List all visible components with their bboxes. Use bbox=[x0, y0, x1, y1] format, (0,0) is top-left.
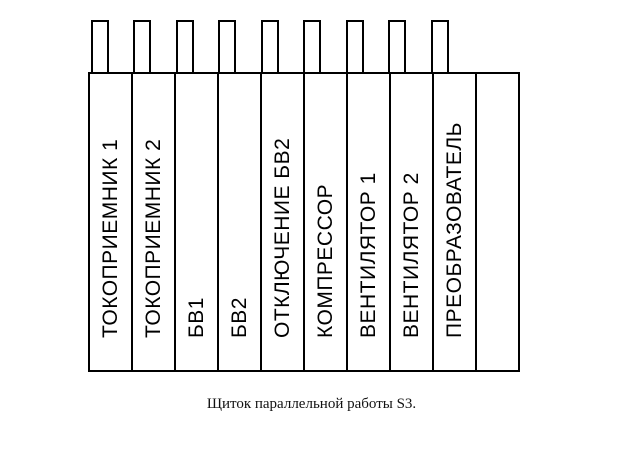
strip-fan-2: ВЕНТИЛЯТОР 2 bbox=[391, 74, 434, 370]
strip-label: ПРЕОБРАЗОВАТЕЛЬ bbox=[442, 122, 466, 338]
connector-tab-4 bbox=[218, 20, 236, 72]
connector-tab-6 bbox=[303, 20, 321, 72]
strip-label: ОТКЛЮЧЕНИЕ БВ2 bbox=[270, 137, 294, 338]
strip-pantograph-2: ТОКОПРИЕМНИК 2 bbox=[133, 74, 176, 370]
connector-tab-5 bbox=[261, 20, 279, 72]
connector-tab-7 bbox=[346, 20, 364, 72]
connector-tab-2 bbox=[133, 20, 151, 72]
connector-tab-9 bbox=[431, 20, 449, 72]
strip-blank bbox=[477, 74, 518, 370]
strip-label: ТОКОПРИЕМНИК 1 bbox=[98, 138, 122, 338]
strip-label: БВ2 bbox=[227, 297, 251, 338]
label-strips: ТОКОПРИЕМНИК 1 ТОКОПРИЕМНИК 2 БВ1 БВ2 ОТ… bbox=[88, 72, 520, 372]
connector-tab-1 bbox=[91, 20, 109, 72]
strip-label: ТОКОПРИЕМНИК 2 bbox=[141, 138, 165, 338]
strip-label: КОМПРЕССОР bbox=[313, 183, 337, 338]
strip-fan-1: ВЕНТИЛЯТОР 1 bbox=[348, 74, 391, 370]
figure-caption: Щиток параллельной работы S3. bbox=[206, 396, 417, 412]
strip-bv2: БВ2 bbox=[219, 74, 262, 370]
strip-compressor: КОМПРЕССОР bbox=[305, 74, 348, 370]
strip-bv2-off: ОТКЛЮЧЕНИЕ БВ2 bbox=[262, 74, 305, 370]
strip-label: ВЕНТИЛЯТОР 2 bbox=[399, 172, 423, 338]
strip-pantograph-1: ТОКОПРИЕМНИК 1 bbox=[90, 74, 133, 370]
strip-bv1: БВ1 bbox=[176, 74, 219, 370]
connector-tab-3 bbox=[176, 20, 194, 72]
connector-tab-8 bbox=[388, 20, 406, 72]
switch-panel: ТОКОПРИЕМНИК 1 ТОКОПРИЕМНИК 2 БВ1 БВ2 ОТ… bbox=[88, 20, 520, 372]
strip-label: БВ1 bbox=[184, 297, 208, 338]
strip-converter: ПРЕОБРАЗОВАТЕЛЬ bbox=[434, 74, 477, 370]
strip-label: ВЕНТИЛЯТОР 1 bbox=[356, 172, 380, 338]
